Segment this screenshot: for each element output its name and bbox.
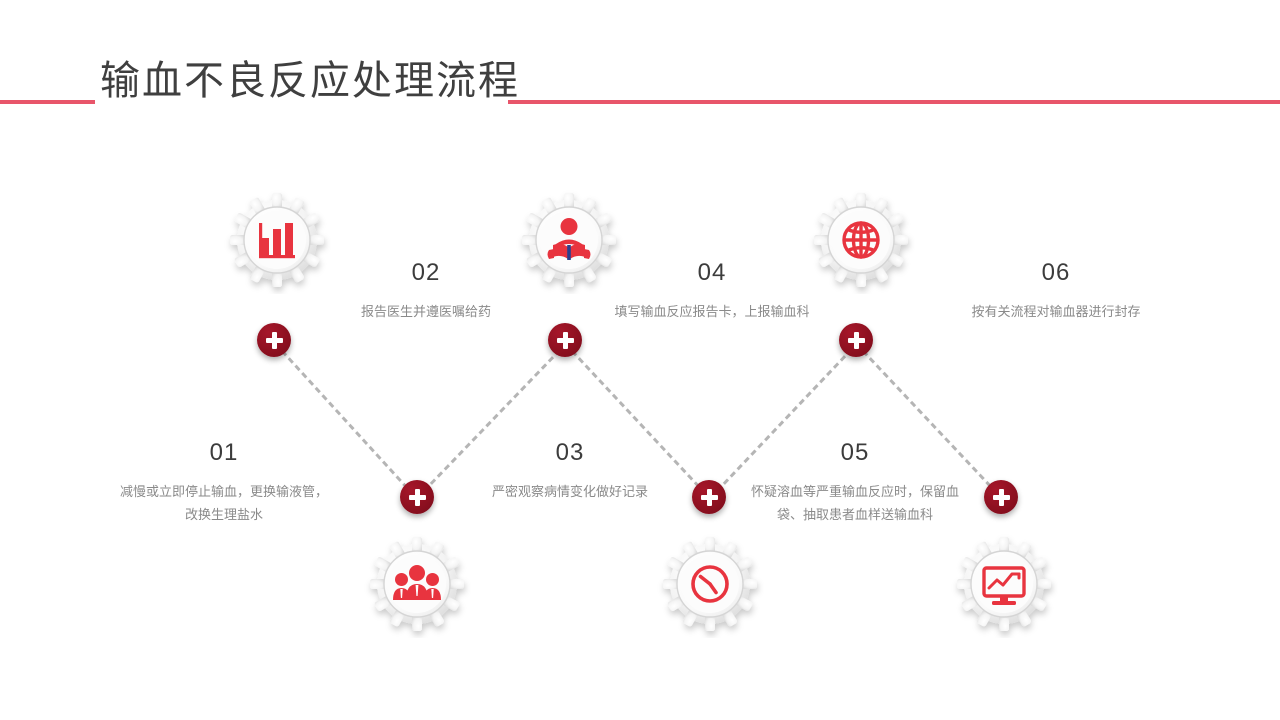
gear-badge-step-05[interactable] — [950, 530, 1058, 638]
connector-4-5 — [715, 349, 852, 493]
step-number-04: 04 — [697, 259, 727, 286]
header-rule-right — [508, 100, 1280, 104]
plus-node-4[interactable] — [692, 480, 726, 514]
bar-chart-icon — [259, 223, 295, 259]
step-desc-03: 严密观察病情变化做好记录 — [491, 484, 648, 499]
plus-node-6[interactable] — [984, 480, 1018, 514]
gear-badge-step-03[interactable] — [656, 530, 764, 638]
connector-1-2 — [280, 349, 412, 493]
step-item-02[interactable]: 02 报告医生并遵医嘱给药 — [316, 258, 536, 323]
step-number-01: 01 — [209, 439, 239, 466]
person-reading-icon — [547, 218, 591, 260]
step-desc-02: 报告医生并遵医嘱给药 — [360, 304, 491, 319]
page-header: 输血不良反应处理流程 — [0, 0, 1280, 130]
plus-icon — [700, 488, 718, 506]
step-item-03[interactable]: 03 严密观察病情变化做好记录 — [460, 438, 680, 503]
gear-badge-step-04[interactable] — [515, 186, 623, 294]
step-number-02: 02 — [411, 259, 441, 286]
step-item-05[interactable]: 05 怀疑溶血等严重输血反应时，保留血袋、抽取患者血样送输血科 — [745, 438, 965, 526]
connector-5-6 — [861, 349, 997, 493]
connector-2-3 — [422, 349, 561, 493]
plus-icon — [992, 488, 1010, 506]
plus-icon — [265, 331, 283, 349]
gear-badge-step-06[interactable] — [807, 186, 915, 294]
step-desc-05: 怀疑溶血等严重输血反应时，保留血袋、抽取患者血样送输血科 — [750, 484, 959, 522]
process-flow-diagram: 01 减慢或立即停止输血，更换输液管，改换生理盐水 02 报告医生并遵医嘱给药 … — [0, 130, 1280, 720]
step-desc-04: 填写输血反应报告卡，上报输血科 — [614, 304, 810, 319]
plus-icon — [556, 331, 574, 349]
clock-icon — [691, 565, 729, 603]
header-rule-left — [0, 100, 95, 104]
globe-icon — [842, 221, 880, 259]
step-number-05: 05 — [840, 439, 870, 466]
plus-node-2[interactable] — [400, 480, 434, 514]
gear-badge-step-01[interactable] — [363, 530, 471, 638]
monitor-chart-icon — [982, 566, 1026, 605]
people-group-icon — [393, 565, 441, 600]
step-item-01[interactable]: 01 减慢或立即停止输血，更换输液管，改换生理盐水 — [114, 438, 334, 526]
plus-icon — [408, 488, 426, 506]
plus-node-1[interactable] — [257, 323, 291, 357]
step-desc-01: 减慢或立即停止输血，更换输液管，改换生理盐水 — [119, 484, 328, 522]
step-item-04[interactable]: 04 填写输血反应报告卡，上报输血科 — [602, 258, 822, 323]
connector-lines — [280, 349, 997, 493]
plus-node-5[interactable] — [839, 323, 873, 357]
step-number-03: 03 — [555, 439, 585, 466]
step-desc-06: 按有关流程对输血器进行封存 — [971, 304, 1141, 319]
plus-icon — [847, 331, 865, 349]
step-number-06: 06 — [1041, 259, 1071, 286]
gear-badge-step-02[interactable] — [223, 186, 331, 294]
connector-3-4 — [570, 349, 705, 493]
page-title: 输血不良反应处理流程 — [100, 58, 520, 103]
step-item-06[interactable]: 06 按有关流程对输血器进行封存 — [946, 258, 1166, 323]
plus-node-3[interactable] — [548, 323, 582, 357]
